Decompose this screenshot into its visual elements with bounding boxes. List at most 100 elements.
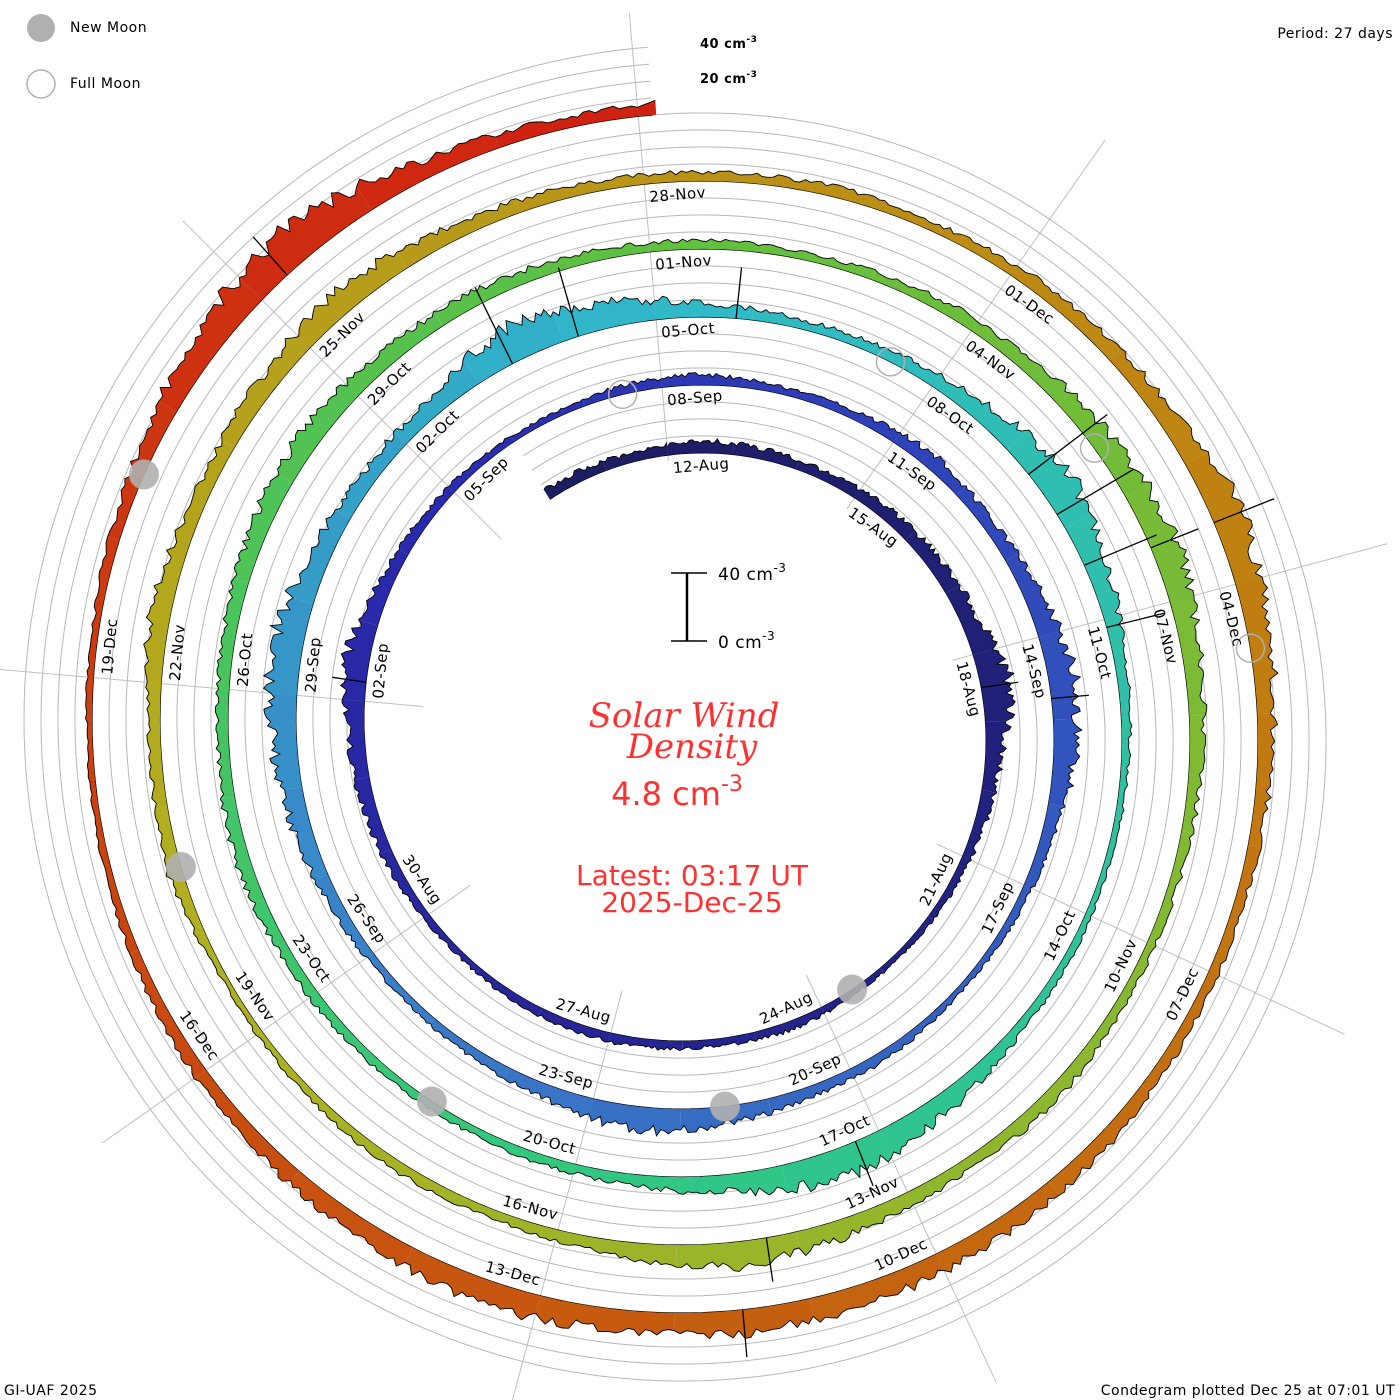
density-area-day: [263, 693, 302, 790]
density-area-day: [448, 436, 515, 493]
density-area-day: [87, 536, 120, 678]
density-area-day: [433, 265, 542, 326]
density-area-day: [1034, 913, 1091, 1006]
density-area-day: [608, 1033, 683, 1051]
new-moon-marker: [165, 851, 196, 882]
density-area-day: [215, 688, 235, 800]
density-area-day: [379, 849, 429, 918]
density-area-day: [1125, 482, 1194, 602]
density-area-day: [754, 1007, 825, 1042]
full-moon-marker: [1235, 633, 1266, 663]
date-label: 19-Dec: [98, 618, 121, 676]
spoke-line: [101, 884, 472, 1144]
scale-top-label: 40 cm-3: [718, 561, 786, 585]
new-moon-legend-label: New Moon: [70, 20, 147, 36]
density-area-day: [809, 1254, 945, 1323]
density-area-day: [553, 297, 657, 342]
density-area-day: [781, 1130, 892, 1193]
density-area-day: [1115, 717, 1132, 819]
density-area-day: [358, 549, 408, 626]
density-area-day: [981, 885, 1031, 962]
density-area-day: [463, 309, 564, 384]
period-label: Period: 27 days: [1277, 26, 1393, 42]
density-spike: [332, 676, 367, 683]
density-spike: [1106, 612, 1165, 629]
density-area-day: [661, 372, 744, 388]
density-area-day: [850, 1021, 926, 1079]
density-area-day: [878, 1074, 973, 1158]
scale-spiral-20: [57, 80, 1293, 1348]
density-spike: [252, 236, 288, 276]
density-area-day: [1007, 430, 1092, 529]
date-label: 26-Oct: [234, 632, 257, 687]
density-area-day: [854, 490, 916, 540]
density-area-day: [193, 1070, 300, 1182]
density-area-day: [752, 308, 850, 343]
density-area-day: [1049, 1085, 1149, 1195]
scale-bar: [671, 572, 707, 642]
baseline-spiral: [91, 114, 1259, 1314]
density-area-day: [233, 475, 292, 583]
date-label: 22-Nov: [166, 623, 189, 681]
density-area-day: [582, 378, 662, 406]
density-area-day: [404, 1247, 541, 1320]
full-moon-marker: [1079, 433, 1110, 463]
new-moon-legend-icon: [27, 14, 55, 42]
density-area-day: [603, 442, 668, 471]
density-area-day: [956, 485, 1020, 561]
density-area-day: [846, 334, 942, 387]
density-area-day: [768, 1069, 855, 1115]
density-area-day: [946, 585, 998, 655]
density-outline: [85, 99, 1279, 1340]
density-area-day: [1185, 451, 1263, 585]
density-area-day: [905, 531, 961, 593]
chart-title-line1: Solar Wind: [589, 696, 780, 736]
density-area-day: [1108, 348, 1209, 464]
density-area-day: [538, 242, 651, 277]
density-area-day: [423, 914, 481, 974]
density-area-day: [166, 440, 235, 562]
density-area-day: [129, 950, 206, 1079]
density-area-day: [515, 173, 645, 213]
date-label: 05-Oct: [660, 319, 715, 342]
footer-credit: GI-UAF 2025: [4, 1383, 98, 1399]
density-area-day: [1065, 514, 1122, 620]
current-density-value: 4.8 cm-3: [611, 772, 743, 813]
density-area-day: [678, 1165, 788, 1196]
density-area-day: [555, 1230, 677, 1268]
spoke-line: [182, 220, 502, 540]
density-area-day: [982, 720, 1012, 793]
date-label: 17-Sep: [978, 879, 1018, 937]
density-area-day: [239, 186, 372, 300]
density-area-day: [282, 787, 328, 880]
density-area-day: [354, 777, 391, 855]
density-area-day: [1006, 1043, 1095, 1136]
density-spike: [1084, 534, 1157, 566]
density-area-day: [871, 269, 978, 331]
density-area-day: [589, 1098, 681, 1136]
density-area-day: [1085, 817, 1122, 916]
density-area-day: [145, 682, 168, 809]
density-area-day: [896, 208, 1018, 275]
density-area-day: [158, 277, 262, 412]
footer-plotted-time: Condegram plotted Dec 25 at 07:01 UT: [1101, 1383, 1395, 1399]
density-spike: [1056, 468, 1134, 515]
density-area-day: [252, 899, 318, 997]
density-area-day: [193, 924, 262, 1036]
density-area-day: [907, 1128, 1013, 1205]
density-area-day: [1024, 803, 1065, 888]
density-area-day: [1235, 577, 1278, 714]
density-area-day: [732, 442, 799, 469]
density-area-day: [771, 174, 900, 216]
moon-markers: [128, 347, 1266, 1122]
spoke-line: [805, 974, 997, 1383]
density-area-day: [495, 106, 639, 148]
density-area-day: [932, 373, 1029, 450]
density-area-day: [761, 244, 875, 280]
density-area-day: [256, 1031, 345, 1128]
density-lines: [85, 99, 1279, 1358]
density-spike: [765, 1237, 774, 1282]
date-label: 21-Aug: [916, 850, 956, 909]
density-area-day: [1005, 553, 1062, 638]
